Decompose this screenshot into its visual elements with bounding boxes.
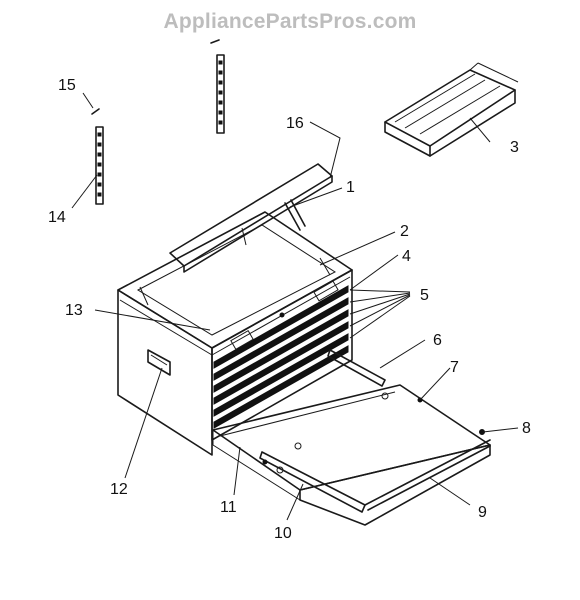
callout-2: 2: [400, 223, 409, 240]
watermark: AppliancePartsPros.com: [163, 10, 417, 33]
callout-15: 15: [58, 77, 76, 94]
pin-part: [91, 108, 100, 115]
drawer-fronts: [213, 285, 349, 429]
callout-14: 14: [48, 209, 66, 226]
tray-part: [384, 62, 519, 157]
callout-8: 8: [522, 420, 531, 437]
lid-stay-strip-right: [210, 39, 225, 134]
callout-4: 4: [402, 248, 411, 265]
callout-11: 11: [220, 499, 237, 516]
callout-13: 13: [65, 302, 83, 319]
callout-16: 16: [286, 115, 304, 132]
callout-6: 6: [433, 332, 442, 349]
callout-10: 10: [274, 525, 292, 542]
callout-9: 9: [478, 504, 487, 521]
callout-5: 5: [420, 287, 429, 304]
callout-3: 3: [510, 139, 519, 156]
side-handle: [147, 349, 171, 376]
leader-lines: [71, 92, 519, 521]
callout-labels: 1 2 3 4 5 6 7 8 9 10 11 12 13 14 15 16: [48, 77, 531, 542]
callout-12: 12: [110, 481, 128, 498]
lid-stay-strip-left: [95, 126, 104, 205]
callout-7: 7: [450, 359, 459, 376]
callout-1: 1: [346, 179, 355, 196]
open-drawer: [212, 349, 491, 526]
chest-body: [117, 163, 353, 456]
